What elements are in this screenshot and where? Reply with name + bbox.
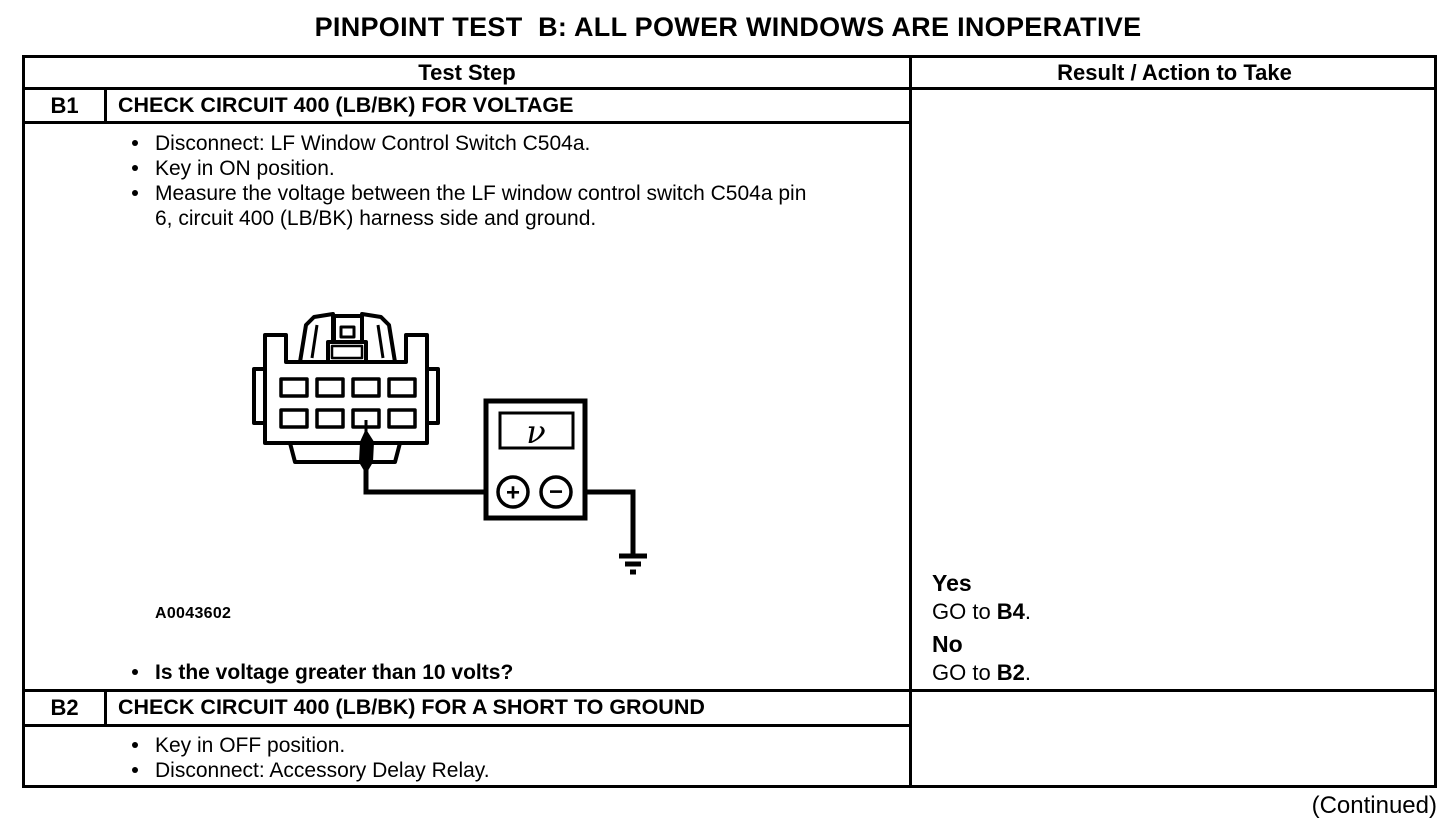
list-item: Key in OFF position.	[132, 733, 812, 758]
result-no-action: GO to B2.	[932, 660, 1031, 686]
action-text: GO to	[932, 660, 997, 685]
instruction-text: Measure the voltage between the LF windo…	[155, 182, 807, 230]
bullet-icon	[132, 140, 138, 146]
b2-id-cell-divider	[104, 689, 107, 727]
instruction-text: Disconnect: LF Window Control Switch C50…	[155, 132, 591, 155]
b1-b2-row-divider	[22, 689, 1437, 692]
list-item: Key in ON position.	[132, 156, 812, 181]
step-b2-instructions: Key in OFF position. Disconnect: Accesso…	[132, 733, 812, 783]
result-no-label: No	[932, 631, 963, 657]
list-item: Disconnect: Accessory Delay Relay.	[132, 758, 812, 783]
step-b2-id: B2	[50, 695, 79, 720]
instruction-text: Disconnect: Accessory Delay Relay.	[155, 759, 490, 782]
test-lead-wires	[363, 468, 636, 554]
bullet-icon	[132, 767, 138, 773]
action-text: GO to	[932, 599, 997, 624]
step-b2-title: CHECK CIRCUIT 400 (LB/BK) FOR A SHORT TO…	[118, 695, 705, 719]
list-item: Measure the voltage between the LF windo…	[132, 181, 812, 231]
negative-terminal-symbol: −	[549, 479, 563, 506]
action-text: .	[1024, 660, 1032, 685]
list-item: Is the voltage greater than 10 volts?	[132, 660, 812, 685]
header-row-divider	[22, 87, 1437, 90]
connector-icon	[252, 312, 440, 464]
b2-title-row-divider	[22, 724, 912, 727]
instruction-text: Key in ON position.	[155, 157, 335, 180]
bullet-icon	[132, 190, 138, 196]
bullet-icon	[132, 669, 138, 675]
positive-terminal-symbol: +	[506, 480, 520, 507]
voltage-test-diagram: ν + −	[252, 312, 647, 575]
step-b1-question-list: Is the voltage greater than 10 volts?	[132, 660, 812, 685]
instruction-text: Key in OFF position.	[155, 734, 346, 757]
page-title: PINPOINT TEST B: ALL POWER WINDOWS ARE I…	[314, 12, 1142, 42]
bullet-icon	[132, 742, 138, 748]
step-b1-id: B1	[50, 93, 79, 118]
voltmeter-icon: ν + −	[483, 398, 588, 521]
action-text: .	[1024, 599, 1032, 624]
result-yes-action: GO to B4.	[932, 599, 1031, 625]
table-border	[22, 55, 1437, 788]
bullet-icon	[132, 165, 138, 171]
ground-symbol-icon	[619, 553, 647, 575]
step-b1-title: CHECK CIRCUIT 400 (LB/BK) FOR VOLTAGE	[118, 93, 574, 117]
step-b1-question: Is the voltage greater than 10 volts?	[155, 661, 514, 684]
step-b1-instructions: Disconnect: LF Window Control Switch C50…	[132, 131, 812, 231]
b1-id-cell-divider	[104, 87, 107, 124]
list-item: Disconnect: LF Window Control Switch C50…	[132, 131, 812, 156]
b1-title-row-divider	[22, 121, 912, 124]
action-target-step: B4	[996, 599, 1025, 624]
result-action-column-header: Result / Action to Take	[1057, 60, 1292, 85]
action-target-step: B2	[996, 660, 1025, 685]
voltmeter-display-symbol: ν	[526, 413, 545, 451]
test-step-column-header: Test Step	[418, 60, 516, 85]
figure-id: A0043602	[155, 605, 232, 622]
continued-note: (Continued)	[1311, 792, 1437, 819]
result-yes-label: Yes	[932, 570, 972, 596]
column-divider	[909, 55, 912, 788]
